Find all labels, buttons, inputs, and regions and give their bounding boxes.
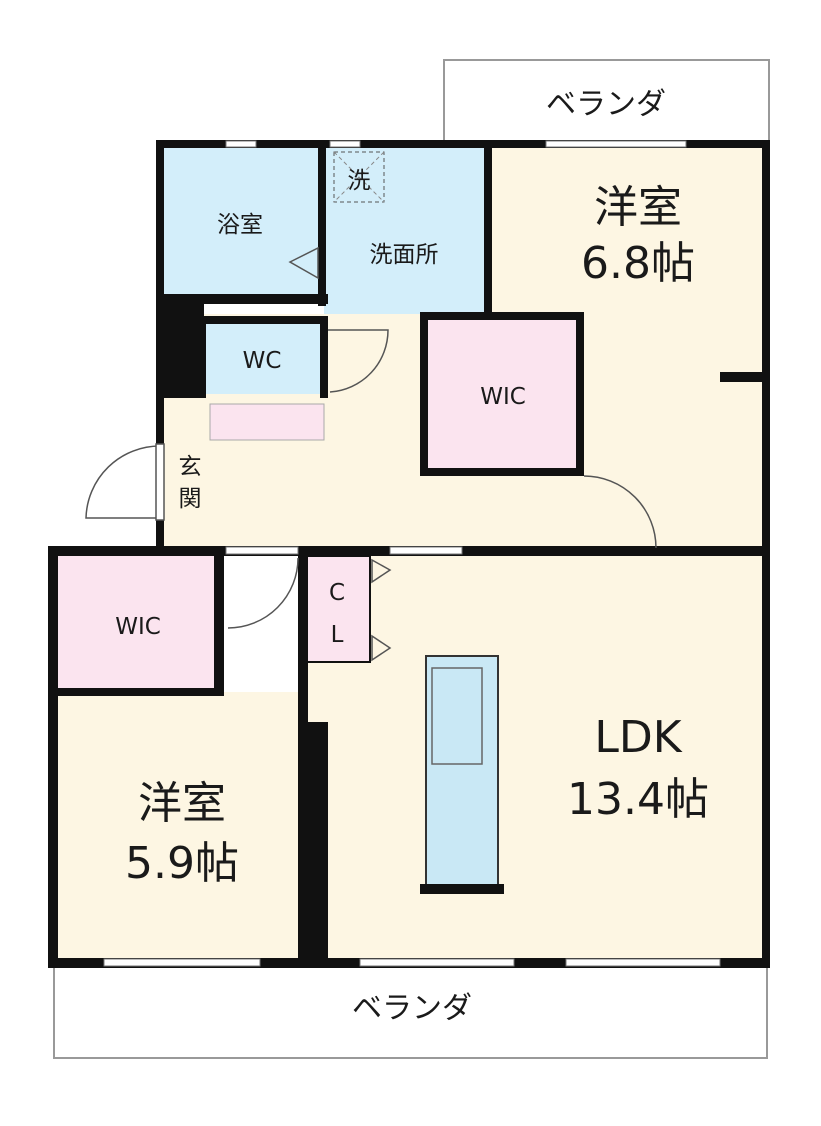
balcony-top-label: ベランダ xyxy=(546,87,666,122)
western-left-name: 洋室 xyxy=(138,778,226,829)
ldk-name: LDK xyxy=(594,712,682,763)
kitchen-counter xyxy=(425,655,499,889)
washer-box xyxy=(333,151,385,203)
pink-mat xyxy=(209,403,325,441)
wic-left-label: WIC xyxy=(115,614,161,640)
room-wic-center xyxy=(426,316,580,472)
windows xyxy=(103,140,721,967)
balcony-bottom xyxy=(53,965,768,1059)
western-top-size: 6.8帖 xyxy=(581,238,695,289)
closet-label-1: C xyxy=(329,580,345,606)
closet-label-2: L xyxy=(331,622,344,648)
washer-label: 洗 xyxy=(348,168,371,194)
entrance-label-2: 関 xyxy=(179,486,202,512)
room-western-left xyxy=(54,692,300,960)
kitchen-counter-base xyxy=(420,884,504,894)
kitchen-sink xyxy=(431,667,483,765)
room-washroom xyxy=(324,146,486,314)
western-top-name: 洋室 xyxy=(594,182,682,233)
room-wc xyxy=(204,322,324,394)
entrance-label-1: 玄 xyxy=(179,454,202,480)
room-wic-left xyxy=(54,552,220,692)
room-ldk xyxy=(304,552,762,960)
hallway-lower xyxy=(162,470,762,550)
washroom-label: 洗面所 xyxy=(370,242,439,268)
wic-center-label: WIC xyxy=(480,384,526,410)
doors xyxy=(85,246,657,662)
balcony-bottom-label: ベランダ xyxy=(352,991,472,1026)
balcony-top xyxy=(443,59,770,145)
wc-label: WC xyxy=(243,348,282,374)
room-bath xyxy=(162,146,324,294)
ldk-size: 13.4帖 xyxy=(567,774,709,825)
bath-label: 浴室 xyxy=(217,212,263,238)
western-left-size: 5.9帖 xyxy=(125,838,239,889)
